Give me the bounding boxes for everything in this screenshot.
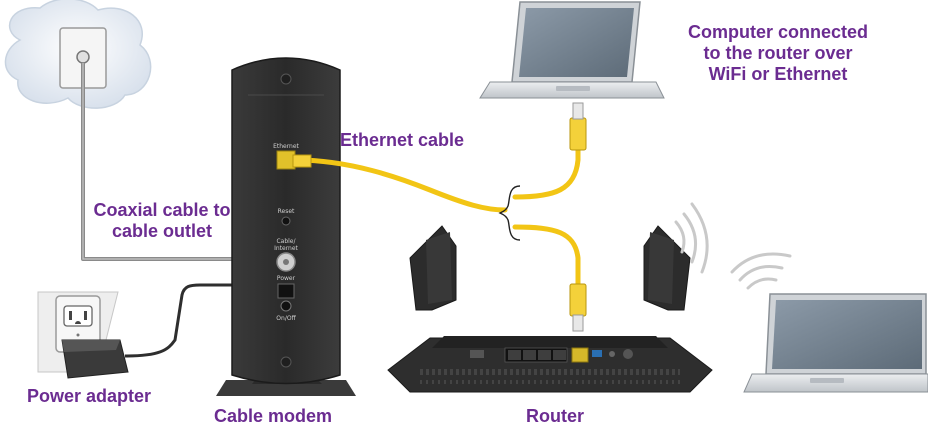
modem-ethernet-label: Ethernet bbox=[273, 143, 299, 150]
modem-on-off-label: On/Off bbox=[276, 315, 296, 322]
laptop-top bbox=[479, 1, 665, 99]
label-computer-connected: Computer connected to the router over Wi… bbox=[687, 22, 869, 84]
label-power-adapter: Power adapter bbox=[27, 386, 152, 406]
modem-power-label: Power bbox=[277, 275, 296, 282]
ethernet-cable-laptop bbox=[512, 145, 581, 200]
label-ethernet-cable: Ethernet cable bbox=[340, 130, 465, 150]
label-coaxial-cable: Coaxial cable to cable outlet bbox=[93, 200, 231, 241]
power-cable bbox=[124, 283, 294, 358]
svg-text:Internet: Internet bbox=[274, 245, 298, 252]
modem-power-port bbox=[277, 283, 295, 299]
label-router: Router bbox=[526, 406, 584, 426]
modem-cable-internet-label: Cable/ bbox=[276, 238, 296, 245]
ethernet-cable-router bbox=[512, 224, 581, 289]
coax-outlet-jack bbox=[76, 50, 90, 64]
laptop-right bbox=[743, 293, 928, 393]
router-internet-port bbox=[571, 347, 589, 363]
wifi-waves-laptop bbox=[730, 252, 792, 290]
wifi-waves-router bbox=[674, 202, 709, 274]
modem-on-off-button[interactable] bbox=[280, 300, 292, 312]
modem-ethernet-port bbox=[276, 150, 296, 170]
power-adapter bbox=[61, 339, 129, 379]
cable-modem: Ethernet Reset Cable/ Internet Power On/… bbox=[216, 57, 356, 396]
router bbox=[387, 225, 713, 393]
ethernet-cable-modem bbox=[293, 157, 508, 213]
label-cable-modem: Cable modem bbox=[214, 406, 333, 426]
cloud-wall-outlet bbox=[4, 0, 152, 109]
modem-reset-label: Reset bbox=[278, 208, 295, 215]
modem-reset-button[interactable] bbox=[281, 216, 291, 226]
choice-brace bbox=[498, 185, 521, 241]
